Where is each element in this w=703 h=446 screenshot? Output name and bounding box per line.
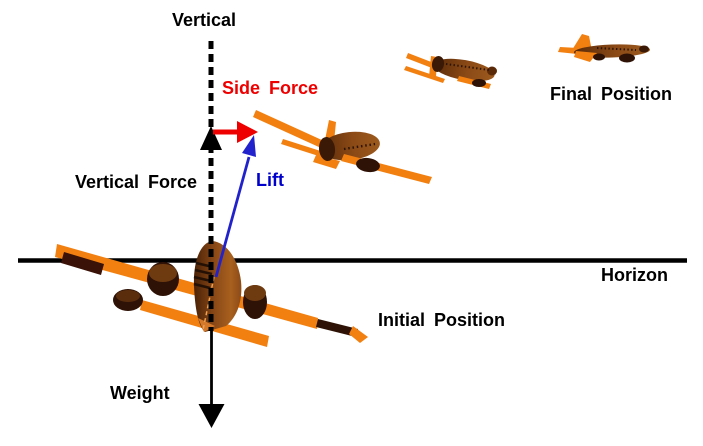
vertical-force-label: Vertical Force (75, 172, 198, 192)
initial-aircraft-engine-3 (243, 285, 267, 319)
far-turn-nose-shade (487, 66, 497, 76)
far-turn-engine (472, 79, 486, 87)
initial-aircraft-right-wingtip (349, 326, 368, 343)
mid-turn-windows (343, 142, 376, 151)
far-turn-aircraft (404, 53, 497, 89)
vertical-force-arrowhead (200, 126, 222, 150)
far-turn-fuselage (433, 58, 495, 82)
initial-position-label: Initial Position (378, 310, 506, 330)
initial-aircraft (55, 241, 368, 347)
side-force-label: Side Force (222, 78, 319, 98)
far-turn-rear-cap (431, 56, 445, 72)
initial-aircraft-left-engine-strip (61, 252, 104, 275)
final-left-stab (558, 47, 578, 54)
mid-turn-right-wing (341, 154, 432, 184)
final-engine-1 (593, 53, 605, 61)
weight-arrow (198, 331, 225, 428)
final-aircraft (558, 34, 650, 63)
initial-aircraft-engine-1 (147, 262, 179, 296)
final-wing (574, 51, 597, 62)
mid-turn-left-wing (253, 110, 335, 153)
mid-turn-aircraft (253, 110, 432, 184)
mid-turn-engine (356, 157, 380, 173)
final-cockpit (639, 45, 649, 53)
side-force-arrow (213, 121, 258, 143)
lift-label: Lift (256, 170, 284, 190)
initial-aircraft-fuselage (193, 241, 242, 332)
mid-turn-fuselage (320, 131, 380, 161)
final-position-label: Final Position (550, 84, 673, 104)
final-tail-fin (572, 34, 592, 51)
far-turn-left-stab (404, 66, 445, 83)
initial-aircraft-cockpit-hatch (193, 261, 214, 290)
lift-arrow (214, 135, 256, 278)
mid-turn-rear-root (313, 155, 340, 169)
initial-aircraft-nose-tip (198, 318, 215, 332)
final-engine-2 (619, 53, 635, 63)
final-windows (596, 47, 637, 51)
initial-aircraft-axis-dashed (202, 276, 215, 331)
weight-label: Weight (110, 383, 170, 403)
mid-turn-left-stab (281, 139, 330, 159)
vertical-label: Vertical (172, 10, 237, 30)
initial-aircraft-engine-2 (113, 289, 143, 311)
horizon-label: Horizon (601, 265, 668, 285)
initial-aircraft-right-winglet (316, 319, 358, 337)
mid-turn-rear-cap (318, 137, 336, 161)
